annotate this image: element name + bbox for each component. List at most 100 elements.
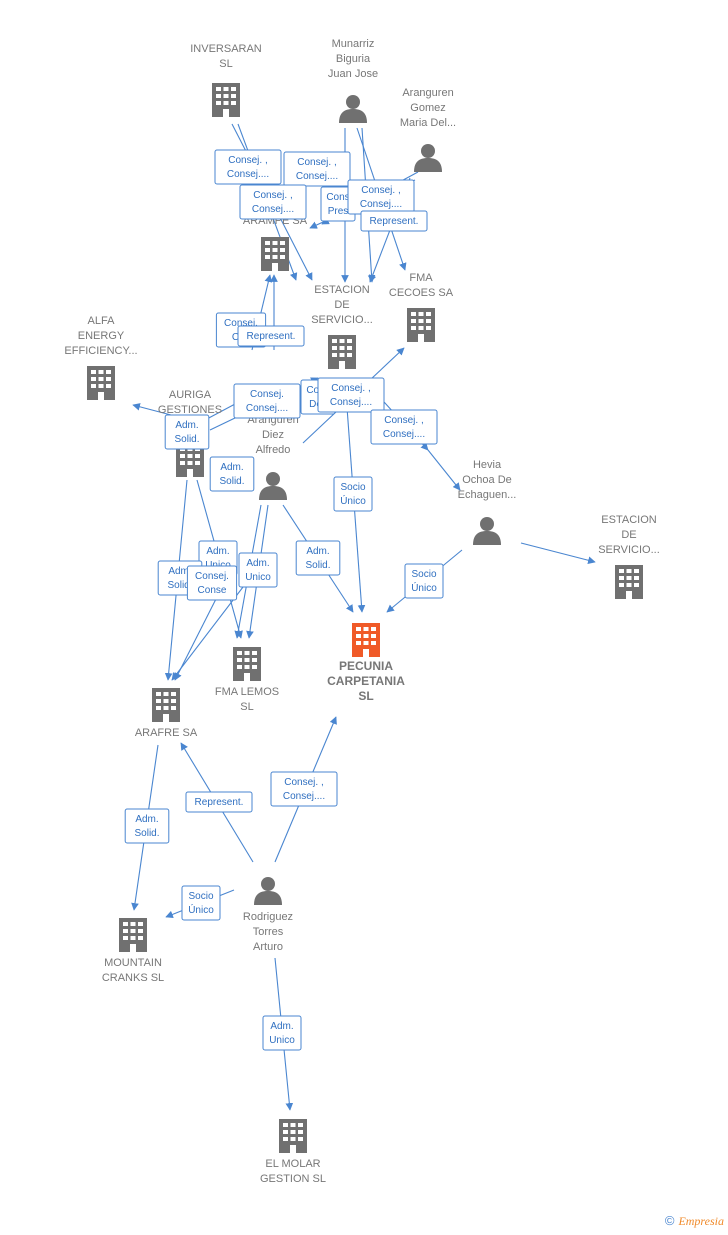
edge-label[interactable]: Represent. <box>185 791 253 813</box>
node-label: FMA LEMOS <box>215 686 279 698</box>
edge-label-text: Solid. <box>167 580 192 591</box>
edge-label[interactable]: Consej. ,Consej.... <box>214 149 282 185</box>
node-label: Ochoa De <box>462 474 512 486</box>
node-label: Biguria <box>336 53 371 65</box>
edge-label-box <box>124 808 170 844</box>
edge-label[interactable]: Represent. <box>237 325 305 347</box>
building-icon <box>87 366 115 400</box>
relationship-edge <box>520 542 596 565</box>
node-label: Maria Del... <box>400 117 456 129</box>
node-label: Echaguen... <box>458 489 517 501</box>
node-label: MOUNTAIN <box>104 957 162 969</box>
node-arafre[interactable]: ARAFRE SA <box>135 688 198 739</box>
edge-label-text: Consej.... <box>252 204 294 215</box>
edge-label-box <box>239 184 307 220</box>
edge-label-text: Solid. <box>305 560 330 571</box>
edge-label-box <box>185 791 253 813</box>
edge-label[interactable]: Adm.Solid. <box>209 456 255 492</box>
edge-label[interactable]: Adm.Solid. <box>124 808 170 844</box>
edge-label-box <box>181 885 221 921</box>
node-label: CECOES SA <box>389 287 454 299</box>
edge-label-text: Único <box>411 581 437 594</box>
relationship-edge <box>427 449 461 491</box>
node-label: EFFICIENCY... <box>64 345 137 357</box>
building-icon <box>407 308 435 342</box>
node-label: Munarriz <box>332 38 375 50</box>
edge-label-text: Consej. , <box>297 157 336 168</box>
node-label: DE <box>334 299 349 311</box>
edge-label-text: Consej.... <box>296 171 338 182</box>
edge-label-text: Socio <box>340 482 365 493</box>
edge-label-text: Adm. <box>168 566 191 577</box>
node-estacion2[interactable]: ESTACIONDESERVICIO... <box>598 514 660 599</box>
edge-label[interactable]: Consej. ,Consej.... <box>370 409 438 445</box>
edge-label[interactable]: Adm.Unico <box>262 1015 302 1051</box>
building-icon <box>233 647 261 681</box>
edge-label-box <box>333 476 373 512</box>
edge-label-text: Solid. <box>219 476 244 487</box>
edge-label-text: Solid. <box>174 434 199 445</box>
node-label: Hevia <box>473 459 502 471</box>
edge-label-text: Conse <box>198 585 227 596</box>
node-label: DE <box>621 529 636 541</box>
node-label: GESTIONES <box>158 404 222 416</box>
node-label: SERVICIO... <box>598 544 660 556</box>
edge-label-text: Único <box>188 903 214 916</box>
person-icon <box>254 877 282 905</box>
edge-label[interactable]: Adm.Unico <box>238 552 278 588</box>
node-label: Rodriguez <box>243 911 293 923</box>
node-label: ALFA <box>88 315 116 327</box>
edge-label[interactable]: Represent. <box>360 210 428 232</box>
edge-label[interactable]: Consej. , Consej.... <box>283 151 351 187</box>
edge-label-text: Represent. <box>247 331 296 342</box>
edge-label[interactable]: Consej. ,Consej.... <box>317 377 385 413</box>
edge-label[interactable]: Consej. ,Consej.... <box>239 184 307 220</box>
edge-label-text: Consej. , <box>331 383 370 394</box>
node-label: ENERGY <box>78 330 125 342</box>
edge-label[interactable]: Consej. ,Consej.... <box>347 179 415 215</box>
edge-label-text: Adm. <box>246 558 269 569</box>
edge-label[interactable]: Consej.Consej.... <box>233 383 301 419</box>
edge-label[interactable]: Consej. ,Consej.... <box>270 771 338 807</box>
node-label: GESTION SL <box>260 1173 326 1185</box>
node-label: PECUNIA <box>339 659 393 673</box>
edge-label-box <box>237 325 305 347</box>
building-icon <box>152 688 180 722</box>
node-label: SL <box>219 58 232 70</box>
node-label: Torres <box>253 926 284 938</box>
edge-label[interactable]: Adm.Solid. <box>164 414 210 450</box>
edge-label-text: Adm. <box>206 546 229 557</box>
node-label: ARAFRE SA <box>135 727 198 739</box>
building-icon <box>328 335 356 369</box>
edge-label-text: Consej. , <box>284 777 323 788</box>
node-label: Gomez <box>410 102 445 114</box>
node-alfa[interactable]: ALFA ENERGY EFFICIENCY... <box>64 315 138 400</box>
person-icon <box>414 144 442 172</box>
edge-label-box <box>404 563 444 599</box>
edge-label-box <box>283 151 351 187</box>
node-estacion1[interactable]: ESTACIONDESERVICIO... <box>311 284 373 369</box>
edge-label-text: Consej. , <box>361 185 400 196</box>
edge-label-text: Socio <box>411 569 436 580</box>
edge-label-box <box>209 456 255 492</box>
edge-label[interactable]: Consej.Conse <box>186 565 238 601</box>
edge-label-text: Pres <box>328 206 349 217</box>
empresia-watermark: ©Empresia <box>665 1213 724 1229</box>
edge-label[interactable]: Adm.Solid. <box>295 540 341 576</box>
node-arampe[interactable]: ARAMPE SA <box>243 215 308 271</box>
